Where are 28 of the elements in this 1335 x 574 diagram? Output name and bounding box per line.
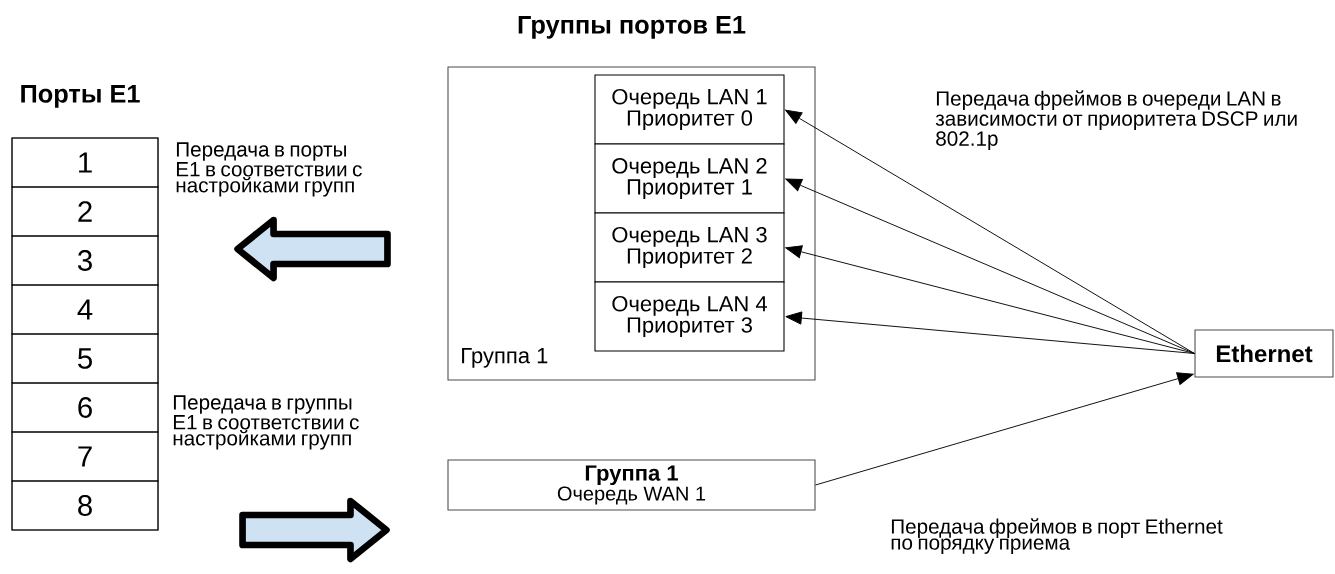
port-cell: 5 <box>11 333 159 384</box>
heading: Порты E1 <box>21 85 140 108</box>
note-text: Передача фреймов в очереди LAN в зависимости от приоритета DSCP или 802.1p <box>935 90 1297 150</box>
arrow <box>815 372 1194 486</box>
group-label: Группа 1 <box>462 348 548 368</box>
arrow <box>785 109 1195 354</box>
note-text: Передача фреймов в порт Ethernet по порядку приема <box>891 518 1223 554</box>
group-box: Группа 1 Очередь WAN 1 <box>447 459 816 511</box>
port-cell: 4 <box>11 284 159 335</box>
port-cell: 7 <box>11 431 159 482</box>
block-arrow <box>234 216 391 282</box>
note-text: Передача в порты E1 в соответствии с настройками групп <box>176 142 362 197</box>
queue-box: Очередь LAN 3 Приоритет 2 <box>594 212 785 283</box>
heading: Группы портов E1 <box>518 16 746 39</box>
queue-box: Очередь LAN 2 Приоритет 1 <box>594 143 785 214</box>
port-cell: 2 <box>11 186 159 237</box>
note-text: Передача в группы E1 в соответствии с настройками групп <box>173 395 359 450</box>
arrow <box>785 311 1195 354</box>
queue-box: Очередь LAN 1 Приоритет 0 <box>594 74 785 145</box>
port-cell: 6 <box>11 382 159 433</box>
arrow <box>785 245 1195 354</box>
queue-box: Очередь LAN 4 Приоритет 3 <box>594 281 785 352</box>
port-cell: 3 <box>11 235 159 286</box>
arrow <box>785 178 1195 354</box>
port-cell: 8 <box>11 480 159 531</box>
ethernet-box: Ethernet <box>1194 329 1334 378</box>
block-arrow <box>239 497 390 563</box>
port-cell: 1 <box>11 137 159 188</box>
